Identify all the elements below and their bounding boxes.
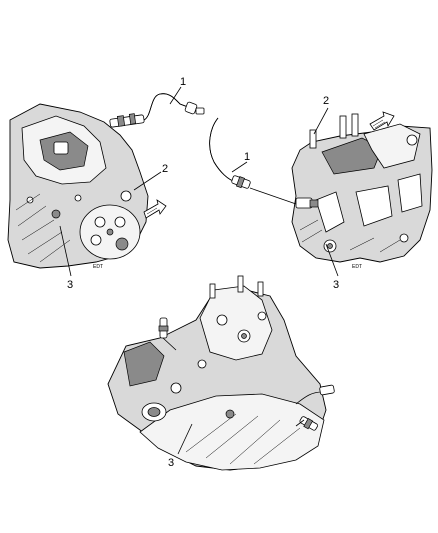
housing-boss [53, 141, 69, 155]
sensor-top-right [209, 117, 319, 209]
axle-seal-bottom [147, 407, 161, 417]
callout-2-top-left: 2 [162, 163, 168, 175]
bolt-b [114, 216, 126, 228]
callout-1-top-left: 1 [180, 76, 186, 88]
bell-housing-bottom [139, 393, 325, 471]
callout-2-top-right: 2 [323, 95, 329, 107]
callout-3-bottom: 3 [168, 457, 174, 469]
leader-2-top-right [313, 107, 329, 135]
flange-hatch [185, 413, 301, 465]
case-bolt-r4 [406, 134, 418, 146]
direction-arrow-top-right [369, 111, 395, 131]
case-window-2 [355, 185, 393, 227]
sensor-bottom-right [295, 384, 335, 431]
arrow-hatch [146, 207, 159, 217]
shading-hatch [15, 193, 71, 263]
tower-stud-1 [209, 283, 216, 299]
stud-3 [351, 113, 359, 137]
shading-hatch-right [299, 219, 401, 253]
leader-1-top-right [231, 161, 248, 173]
case-bolt-r2 [327, 243, 333, 249]
leader-3-bottom [177, 423, 193, 455]
case-bolt-2 [51, 209, 61, 219]
leader-3-top-right [325, 243, 339, 277]
case-window-1 [315, 191, 345, 233]
case-bolt-4 [120, 190, 132, 202]
case-bolt-3 [74, 194, 82, 202]
sensor-bottom-top [158, 317, 177, 351]
bolt-d [115, 237, 129, 251]
tower-bolt-4 [257, 311, 267, 321]
view-bottom: 3 [107, 275, 335, 471]
tower-stud-3 [257, 281, 264, 297]
callout-1-top-right: 1 [244, 151, 250, 163]
case-window-3 [397, 173, 423, 213]
case-bolt-r3 [399, 233, 409, 243]
edt-tag-top-left: EDT [93, 264, 103, 270]
tower-bolt-3 [241, 333, 247, 339]
callout-3-top-right: 3 [333, 279, 339, 291]
upper-tower-bottom [199, 285, 273, 361]
bolt-a [94, 216, 106, 228]
view-top-right: 1 2 3 EDT [209, 95, 433, 291]
case-bolt-b1 [170, 382, 182, 394]
stud-1 [309, 129, 317, 149]
sensor-top-left [109, 93, 205, 128]
stud-2 [339, 115, 347, 139]
leader-2-top-left [133, 171, 162, 191]
bolt-c [90, 234, 102, 246]
upper-cover [363, 123, 421, 169]
leader-3-top-left [59, 225, 72, 277]
tower-stud-2 [237, 275, 244, 293]
case-bolt-b3 [225, 409, 235, 419]
view-top-left: 1 2 3 EDT [7, 76, 205, 291]
side-bracket-bottom [123, 341, 165, 387]
edt-tag-top-right: EDT [352, 264, 362, 270]
tower-bolt-1 [216, 314, 228, 326]
leader-1-top-left [169, 86, 182, 105]
callout-3-top-left: 3 [67, 279, 73, 291]
case-bolt-b2 [197, 359, 207, 369]
arrow-hatch-right [372, 119, 386, 129]
bolt-e [106, 228, 114, 236]
